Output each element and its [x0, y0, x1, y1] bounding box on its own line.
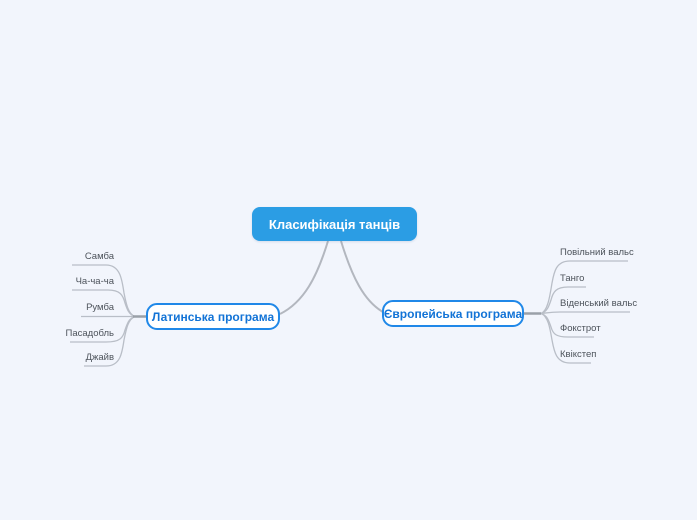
leaf-node-jive[interactable]: Джайв — [85, 352, 114, 363]
root-node[interactable]: Класифікація танців — [252, 207, 417, 241]
connector-chachacha — [72, 289, 136, 318]
connector-foxtrot — [540, 312, 594, 338]
leaf-node-foxtrot[interactable]: Фокстрот — [560, 323, 601, 334]
branch-node-european-program[interactable]: Європейська програма — [382, 300, 524, 327]
leaf-node-tango[interactable]: Танго — [560, 273, 585, 284]
connector-root-latin — [279, 240, 329, 315]
leaf-node-pasodoble[interactable]: Пасадобль — [65, 328, 114, 339]
connector-viennese-waltz — [540, 311, 630, 315]
leaf-node-rumba[interactable]: Румба — [86, 302, 114, 313]
leaf-node-viennese-waltz[interactable]: Віденський вальс — [560, 298, 638, 309]
connector-samba — [72, 264, 136, 318]
leaf-node-chachacha[interactable]: Ча-ча-ча — [75, 276, 114, 287]
connector-root-european — [340, 240, 384, 313]
connector-slow-waltz — [540, 260, 628, 315]
branch-node-latin-program[interactable]: Латинська програма — [146, 303, 280, 330]
connector-tango — [540, 286, 586, 315]
leaf-node-quickstep[interactable]: Квікстеп — [560, 349, 597, 360]
leaf-node-samba[interactable]: Самба — [84, 251, 114, 262]
connector-quickstep — [540, 312, 591, 364]
leaf-node-slow-waltz[interactable]: Повільний вальс — [560, 247, 634, 258]
connector-jive — [84, 315, 136, 367]
